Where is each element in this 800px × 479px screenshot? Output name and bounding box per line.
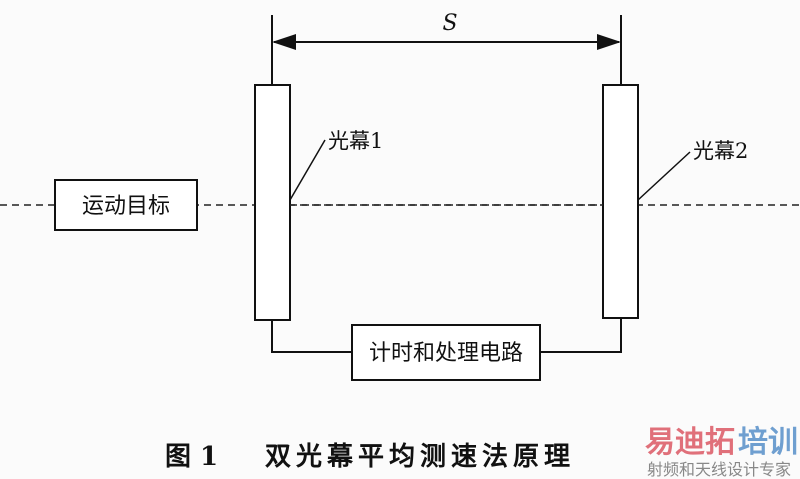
watermark-brand-red: 易迪拓 [645, 425, 735, 460]
distance-label: S [442, 11, 457, 36]
screen2-leader-line [637, 151, 691, 201]
moving-target-box [54, 179, 198, 231]
figure-caption: 双光幕平均测速法原理 [265, 442, 575, 472]
timing-circuit-label: 计时和处理电路 [369, 341, 523, 366]
light-screen-2 [602, 84, 639, 319]
figure-number: 图 1 [165, 442, 218, 472]
screen1-leader-line [289, 139, 326, 201]
timing-circuit-box [351, 324, 541, 381]
screen2-wire [540, 318, 622, 353]
moving-target-label: 运动目标 [82, 194, 170, 219]
screen1-wire [271, 320, 352, 353]
light-screen-1 [254, 84, 291, 321]
screen1-label: 光幕1 [328, 129, 383, 153]
screen2-label: 光幕2 [693, 139, 748, 163]
watermark-brand-blue: 培训 [738, 425, 798, 460]
watermark-tagline: 射频和天线设计专家 [647, 460, 791, 479]
